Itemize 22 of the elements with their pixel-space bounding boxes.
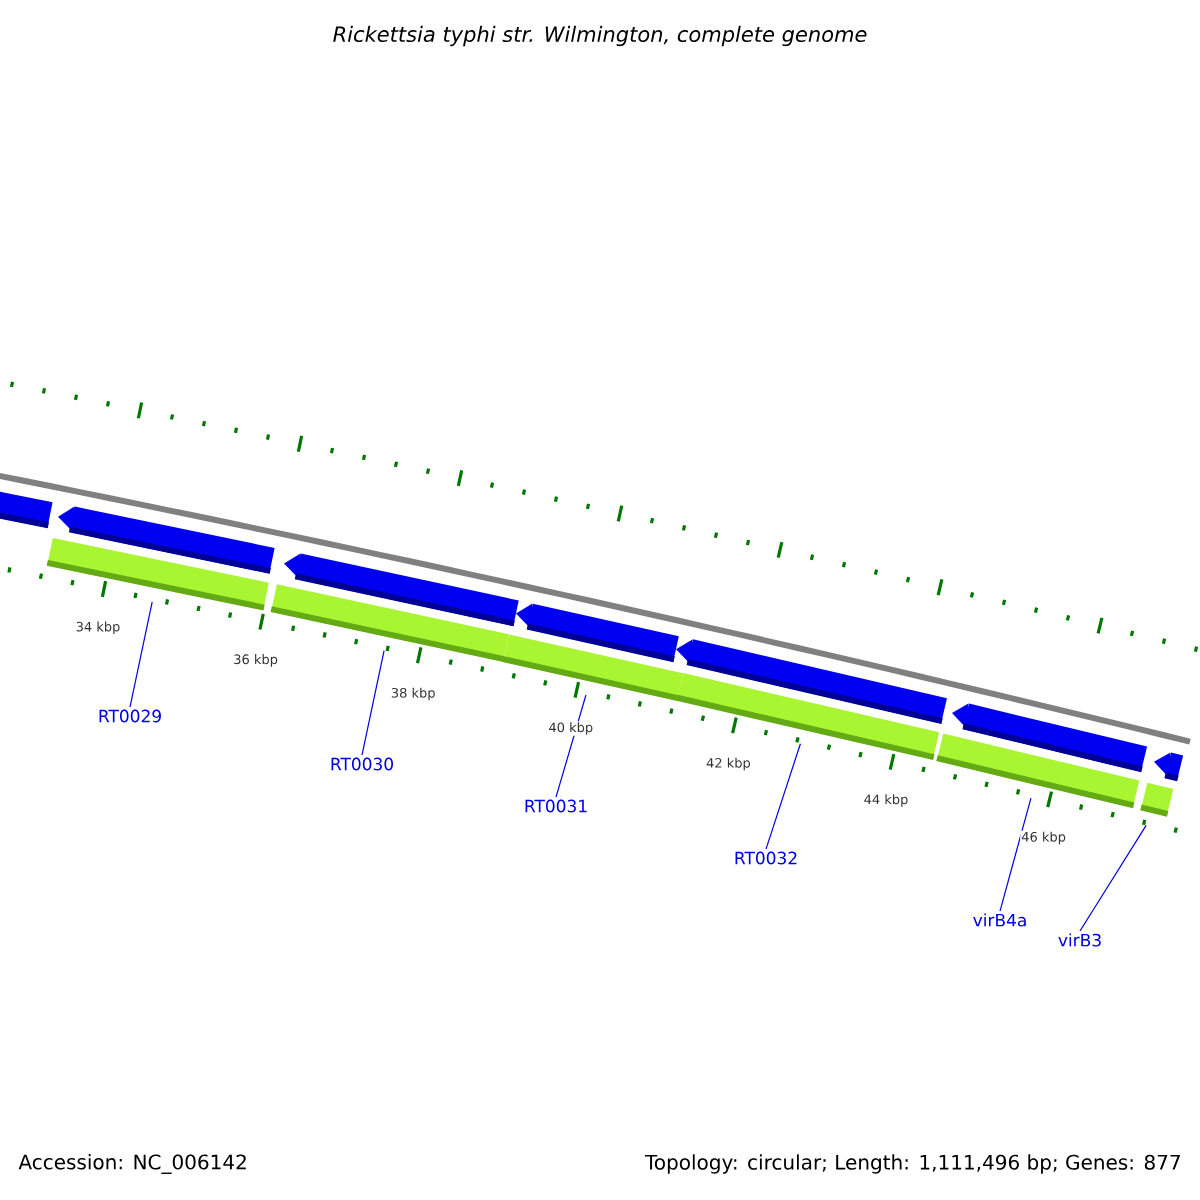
leader-line	[1079, 824, 1147, 932]
gene-bar	[502, 634, 684, 701]
gene-label: RT0030	[331, 757, 393, 771]
title: Rickettsia typhi str. Wilmington, complete genome	[333, 25, 867, 47]
leader-line	[361, 650, 385, 756]
gene-label: RT0032	[735, 851, 797, 865]
gene-feature	[0, 491, 53, 529]
leader-line	[555, 694, 587, 798]
leader-line	[765, 743, 801, 850]
gene-label: virB4a	[973, 913, 1026, 927]
gene-feature	[1154, 752, 1184, 782]
gene-bar	[936, 733, 1140, 809]
genome-info-text: Topology: circular; Length: 1,111,496 bp; Genes: 877	[644, 1154, 1180, 1174]
gene-bar	[46, 538, 269, 611]
gene-label: RT0031	[525, 799, 587, 813]
gene-bar	[1140, 782, 1174, 817]
gene-bar	[676, 673, 940, 761]
accession-text: Accession: NC_006142	[18, 1154, 246, 1174]
leader-line	[129, 601, 153, 708]
gene-label: virB3	[1058, 933, 1101, 947]
gene-label: RT0029	[99, 709, 161, 723]
leader-line	[999, 797, 1032, 912]
